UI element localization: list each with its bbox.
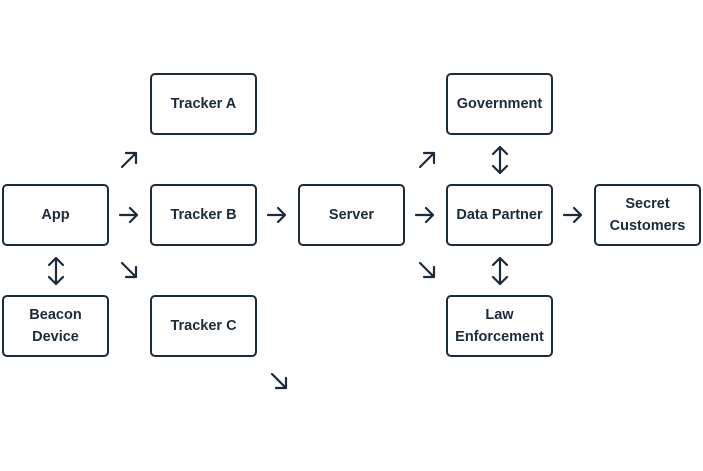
node-data-partner-label: Data Partner xyxy=(456,207,543,223)
node-secret-customers-label: Secret Customers xyxy=(609,196,686,234)
node-law-enforcement: Law Enforcement xyxy=(446,295,553,357)
node-tracker-b-label: Tracker B xyxy=(170,207,237,223)
node-app-label: App xyxy=(41,207,70,223)
arrow-tracker-b-to-server xyxy=(266,206,287,224)
node-law-enforcement-label: Law Enforcement xyxy=(455,307,544,345)
node-tracker-c-label: Tracker C xyxy=(170,318,237,334)
node-secret-customers: Secret Customers xyxy=(594,184,701,246)
double-arrow-government-data-partner xyxy=(491,145,509,175)
double-arrow-data-partner-law-enforcement xyxy=(491,256,509,286)
node-tracker-a-label: Tracker A xyxy=(170,96,237,112)
arrow-server-to-data-partner xyxy=(414,206,435,224)
arrow-data-partner-to-secret-customers xyxy=(562,206,583,224)
arrow-tracker-c-outgoing xyxy=(270,372,288,390)
node-government-label: Government xyxy=(456,96,543,112)
arrow-app-to-tracker-a xyxy=(120,151,138,169)
node-government: Government xyxy=(446,73,553,135)
node-server-label: Server xyxy=(328,207,375,223)
arrow-server-to-government xyxy=(418,151,436,169)
arrow-server-to-law-enforcement xyxy=(418,261,436,279)
node-beacon-device: Beacon Device xyxy=(2,295,109,357)
node-tracker-a: Tracker A xyxy=(150,73,257,135)
node-beacon-device-label: Beacon Device xyxy=(29,307,82,345)
double-arrow-app-beacon xyxy=(47,256,65,286)
node-tracker-b: Tracker B xyxy=(150,184,257,246)
arrow-app-to-tracker-b xyxy=(118,206,139,224)
node-data-partner: Data Partner xyxy=(446,184,553,246)
node-tracker-c: Tracker C xyxy=(150,295,257,357)
node-app: App xyxy=(2,184,109,246)
arrow-app-to-tracker-c xyxy=(120,261,138,279)
node-server: Server xyxy=(298,184,405,246)
